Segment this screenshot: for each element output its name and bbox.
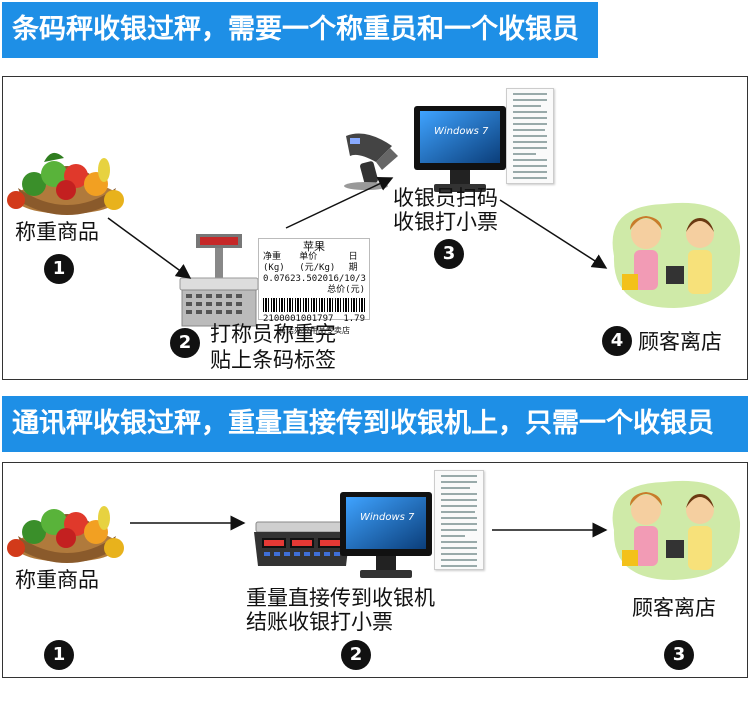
step3-badge-2: 3	[664, 640, 694, 670]
price-label-sticker: 苹果 净重(Kg) 单价(元/Kg) 日期 0.076 23.50 2016/1…	[258, 238, 370, 335]
step1-badge: 1	[44, 254, 74, 284]
price-label-header-date: 日期	[348, 252, 358, 273]
pos-monitor-image	[414, 106, 506, 192]
customers-leaving-image	[612, 202, 741, 308]
step2-label-line2: 贴上条码标签	[210, 348, 336, 372]
step3-label-2: 顾客离店	[632, 596, 716, 620]
comm-scale-image	[254, 521, 350, 566]
barcode-scale-image	[179, 234, 259, 327]
monitor-os-text-2: Windows 7	[360, 512, 415, 523]
step3-label-line1: 收银员扫码	[393, 186, 498, 210]
step2-label-line1-2: 重量直接传到收银机	[246, 586, 435, 610]
banner-comm-scale: 通讯秤收银过秤，重量直接传到收银机上，只需一个收银员	[2, 396, 748, 452]
step2-label-line1: 打称员称重完	[210, 322, 336, 346]
monitor-os-text: Windows 7	[434, 126, 489, 137]
price-label-store: 商诺办公用品专卖店	[278, 326, 350, 335]
step1-badge-2: 1	[44, 640, 74, 670]
step1-label-2: 称重商品	[15, 568, 99, 592]
step3-label-line2: 收银打小票	[393, 210, 498, 234]
pos-monitor-image-2	[340, 492, 432, 578]
price-label-total: 1.79	[343, 314, 365, 324]
step2-badge-2: 2	[341, 640, 371, 670]
price-label-date: 2016/10/3	[317, 274, 366, 284]
receipt-image-2	[434, 470, 484, 570]
step3-badge: 3	[434, 239, 464, 269]
price-label-header-weight: 净重(Kg)	[263, 252, 285, 273]
price-label-title: 苹果	[303, 240, 325, 253]
price-label-total-label: 总价(元)	[327, 285, 365, 295]
step4-badge: 4	[602, 326, 632, 356]
barcode-graphic	[263, 298, 365, 312]
produce-basket-image-2	[7, 506, 124, 563]
price-label-header-unit-price: 单价(元/Kg)	[299, 252, 336, 273]
step2-label-line2-2: 结账收银打小票	[246, 610, 393, 634]
produce-basket-image	[7, 152, 124, 215]
customers-leaving-image-2	[612, 480, 741, 580]
panel-barcode-scale-flow	[2, 76, 748, 380]
panel-comm-scale-flow	[2, 462, 748, 678]
banner-barcode-scale: 条码秤收银过秤，需要一个称重员和一个收银员	[2, 2, 598, 58]
step4-label: 顾客离店	[638, 330, 722, 354]
step1-label: 称重商品	[15, 220, 99, 244]
price-label-unit-price: 23.50	[290, 274, 318, 284]
price-label-weight: 0.076	[263, 274, 291, 284]
receipt-image	[506, 88, 554, 184]
step2-badge: 2	[170, 328, 200, 358]
barcode-scanner-image	[344, 133, 398, 190]
price-label-barcode-number: 2100001001797	[263, 314, 334, 324]
